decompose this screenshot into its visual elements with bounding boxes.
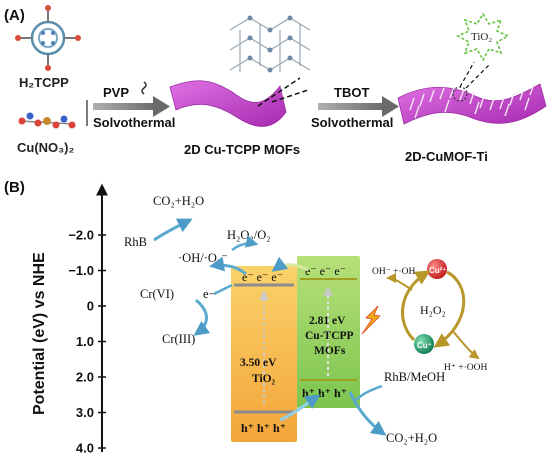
axis-tick-label: −2.0 (68, 228, 94, 243)
process-arrow-2 (318, 96, 399, 117)
axis-tick-label: 4.0 (76, 441, 94, 456)
pvp-squiggle-icon (141, 81, 147, 95)
mof-lattice-icon (229, 17, 311, 72)
pvp-label: PVP (103, 85, 129, 100)
rhb-degradation-arrow (153, 218, 193, 242)
tio2-gap: 3.50 eV (240, 357, 277, 369)
cr3-label: Cr(III) (162, 332, 195, 346)
cr6-label: Cr(VI) (140, 287, 174, 301)
co2-h2o-bottom: CO₂+H₂O (386, 431, 437, 445)
light-bolt-icon (361, 305, 381, 335)
cu-tcpp-mof-sheet (169, 80, 287, 127)
oh-o2-label: ·OH/·O₂⁻ (178, 251, 228, 265)
mof-electrons: e⁻ e⁻ e⁻ (305, 264, 346, 278)
cu1-ion-icon (414, 334, 434, 354)
mof-holes: h⁺ h⁺ h⁺ (302, 386, 347, 400)
tio2-spikes (409, 83, 535, 119)
cu-nitrate-label: Cu(NO₃)₂ (17, 140, 74, 155)
mof-gap: 2.81 eV (309, 315, 346, 327)
cycle-arrow-left (401, 270, 431, 342)
axis-tick-label: −1.0 (68, 263, 94, 278)
h2o2-cycle-label: H₂O₂ (420, 303, 446, 317)
hole-transfer-arrow (279, 394, 321, 422)
tbot-label: TBOT (334, 85, 369, 100)
mof-lattice-nodes (247, 15, 293, 73)
tio2-electrons: e⁻ e⁻ e⁻ (242, 270, 283, 284)
panel-b-label: (B) (4, 179, 25, 196)
oh-products: OH⁻ +·OH (372, 267, 415, 277)
mof-name-2: MOFs (314, 345, 346, 357)
cu-nitrate-molecule-icon (18, 112, 76, 129)
cu2-ion-icon (427, 259, 447, 279)
h-ooh-label: H⁺ +·OOH (444, 363, 487, 373)
cu2-label: Cu²⁺ (429, 266, 447, 275)
star-zoom-lines (459, 61, 491, 89)
electron-transfer-arrow (271, 256, 309, 272)
axis-ticks: −2.0 −1.0 0 1.0 2.0 3.0 4.0 (68, 228, 106, 456)
radical-to-o2-arrow (231, 235, 259, 252)
axis-tick-label: 1.0 (76, 334, 94, 349)
axis-tick-label: 2.0 (76, 370, 94, 385)
co2-h2o-top: CO₂+H₂O (153, 194, 204, 208)
cycle-branch-bottom (451, 329, 480, 360)
rhb-to-hole-arrow (355, 384, 383, 401)
cycle-arrow-right (433, 270, 466, 348)
cycle-branch-top (386, 273, 413, 291)
electron-to-radical-arrow (209, 256, 247, 276)
y-axis-label: Potential (eV) vs NHE (31, 252, 48, 415)
solvothermal-1-label: Solvothermal (93, 115, 175, 130)
axis-tick-label: 0 (87, 299, 94, 314)
hole-oxidation-arrow (348, 391, 387, 436)
axis-tick-label: 3.0 (76, 405, 94, 420)
cr-reduction-arrow (193, 298, 211, 336)
tio2-star-label: TiO₂ (471, 31, 492, 43)
cumof-ti-sheet (397, 83, 547, 125)
tio2-holes: h⁺ h⁺ h⁺ (241, 421, 286, 435)
cu1-label: Cu⁺ (417, 341, 432, 350)
mof-name-1: Cu-TCPP (305, 330, 354, 342)
mof-zoom-lines (257, 77, 309, 107)
panel-a-label: (A) (4, 7, 25, 24)
e-minus-label: e− (203, 287, 216, 301)
product-label: 2D-CuMOF-Ti (405, 149, 488, 164)
tio2-name: TiO₂ (252, 373, 276, 385)
tio2-star-icon (456, 12, 510, 62)
h2tcpp-molecule-icon (15, 5, 81, 71)
h2tcpp-label: H₂TCPP (19, 75, 69, 90)
process-arrow-1 (93, 96, 170, 117)
rhb-meoh-label: RhB/MeOH (384, 370, 445, 384)
h2o2-o2-label: H₂O₂/O₂ (227, 228, 271, 242)
rhb-label: RhB (124, 235, 147, 249)
mof-label: 2D Cu-TCPP MOFs (184, 142, 300, 157)
electron-from-tio2-arrow (213, 283, 233, 296)
solvothermal-2-label: Solvothermal (311, 115, 393, 130)
